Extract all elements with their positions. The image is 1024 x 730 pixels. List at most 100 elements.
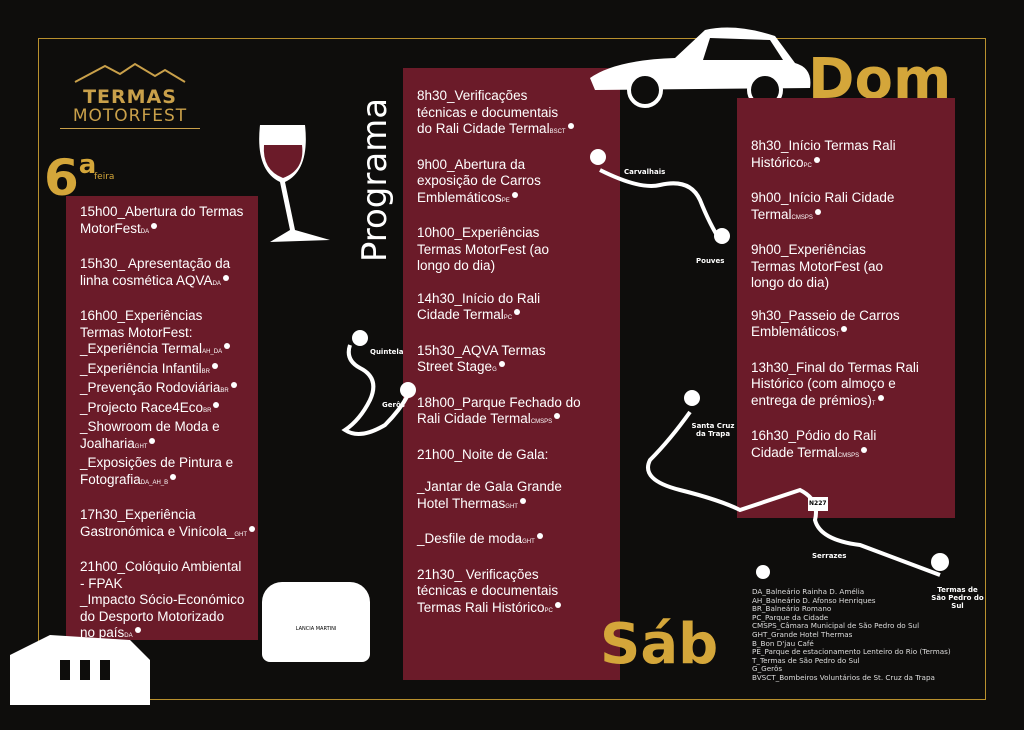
program-text: _Impacto Sócio-Económico	[80, 592, 245, 607]
program-line: _Impacto Sócio-Económico	[80, 592, 258, 609]
map-pin-icon	[841, 326, 848, 332]
wine-glass-icon	[259, 125, 330, 242]
location-code: T	[871, 400, 876, 407]
program-line: Termas MotorFest (ao	[417, 242, 620, 259]
program-text: _Exposições de Pintura e	[80, 455, 234, 470]
map-label-serrazes: Serrazes	[812, 552, 847, 560]
program-text: 8h30_Verificações	[417, 88, 528, 103]
car-plate: LANCIA MARTINI	[295, 626, 337, 632]
road-sign: N227	[809, 500, 827, 507]
program-line: 15h30_AQVA Termas	[417, 343, 620, 360]
saturday-label: Sáb	[600, 612, 719, 677]
program-text: Emblemáticos	[417, 189, 502, 205]
program-text: 18h00_Parque Fechado do	[417, 394, 581, 410]
program-text: 9h30_Passeio de Carros	[751, 307, 900, 323]
program-line: técnicas e documentais	[417, 105, 620, 122]
program-text: 16h30_Pódio do Rali	[751, 428, 877, 443]
program-text: _Jantar de Gala Grande	[417, 479, 562, 494]
program-line: Gastronómica e Vinícola_GHT	[80, 524, 258, 544]
location-code: GHT	[234, 531, 248, 538]
program-line: entrega de prémios)T	[751, 393, 955, 413]
location-code: T	[835, 332, 840, 338]
location-code: GHT	[505, 503, 518, 510]
logo-line1: TERMAS	[83, 86, 177, 108]
program-text: 21h30_ Verificações	[417, 566, 539, 582]
program-text: Termas MotorFest (ao	[751, 258, 884, 274]
map-pin-icon	[249, 525, 256, 532]
program-line: Histórico (com almoço e	[751, 376, 955, 393]
program-line: exposição de Carros	[417, 173, 620, 190]
map-pin-icon	[519, 497, 526, 504]
program-text: 8h30_Início Termas Rali	[751, 138, 896, 153]
map-pin-icon	[149, 437, 156, 444]
program-text: 9h00_Início Rali Cidade	[751, 190, 895, 205]
program-text: 16h00_Experiências	[80, 308, 203, 323]
program-line: - FPAK	[80, 576, 258, 593]
friday-word: feira	[94, 172, 115, 182]
program-line: Cidade TermalPC	[417, 307, 620, 327]
program-text: Histórico	[751, 154, 804, 170]
legend-item: AH_Balneário D. Afonso Henriques	[752, 595, 876, 605]
program-text: Termas MotorFest:	[80, 324, 193, 340]
legend-item: BVSCT_Bombeiros Voluntários de St. Cruz …	[752, 672, 935, 682]
program-line: MotorFestDA	[80, 221, 258, 241]
gold-frame	[38, 38, 986, 700]
location-code: AH_DA	[202, 349, 223, 355]
program-text: 21h00_Colóquio Ambiental	[80, 559, 242, 574]
program-text: MotorFest	[80, 220, 141, 236]
program-item: _Desfile de modaGHT	[417, 531, 620, 551]
program-item: _Experiência InfantilBR	[80, 361, 258, 381]
program-text: 9h00_Experiências	[751, 242, 866, 257]
program-text: longo do dia)	[417, 258, 496, 273]
program-line: _Showroom de Moda e	[80, 419, 258, 436]
program-text: _Experiência Termal	[80, 341, 203, 356]
map-pin-icon	[498, 361, 505, 367]
building-illustration	[10, 635, 150, 705]
program-item: _Projecto Race4EcoBR	[80, 400, 258, 420]
program-line: técnicas e documentais	[417, 583, 620, 600]
program-item: _Experiência TermalAH_DA	[80, 341, 258, 361]
program-text: 15h30_AQVA Termas	[417, 342, 546, 358]
legend-item: PC_Parque da Cidade	[752, 612, 829, 622]
map-pin-icon	[877, 394, 884, 401]
program-text: Street Stage	[417, 359, 493, 374]
program-text: entrega de prémios)	[751, 392, 872, 408]
program-line: 8h30_Início Termas Rali	[751, 138, 955, 155]
legend-item: G_Gerôs	[752, 664, 783, 674]
program-text: Hotel Thermas	[417, 495, 506, 511]
program-line: 15h00_Abertura do Termas	[80, 204, 258, 221]
program-item: 21h00_Colóquio Ambiental - FPAK_Impacto S…	[80, 559, 258, 645]
program-text: _Projecto Race4Eco	[80, 399, 204, 415]
location-code: BR	[220, 388, 229, 394]
logo: TERMAS MOTORFEST	[60, 62, 200, 129]
program-text: 15h00_Abertura do Termas	[80, 204, 244, 219]
location-code: DA	[140, 228, 150, 235]
program-line: 8h30_Verificações	[417, 88, 620, 105]
program-text: técnicas e documentais	[417, 583, 559, 598]
program-line: do Desporto Motorizado	[80, 609, 258, 626]
location-code: G	[492, 367, 497, 373]
location-code: BR	[203, 407, 212, 414]
program-line: 13h30_Final do Termas Rali	[751, 360, 955, 377]
legend-item: T_Termas de São Pedro do Sul	[752, 655, 860, 665]
program-text: _Experiência Infantil	[80, 360, 202, 376]
legend-item: BR_Balneário Romano	[752, 604, 832, 614]
map-label-pouves: Pouves	[696, 257, 725, 265]
program-text: Gastronómica e Vinícola_	[80, 523, 235, 539]
map-pin-icon	[211, 362, 218, 369]
location-code: PC	[503, 315, 513, 321]
program-text: Termal	[751, 206, 792, 222]
legend-item: GHT_Grande Hotel Thermas	[752, 629, 853, 639]
program-line: JoalhariaGHT	[80, 436, 258, 456]
